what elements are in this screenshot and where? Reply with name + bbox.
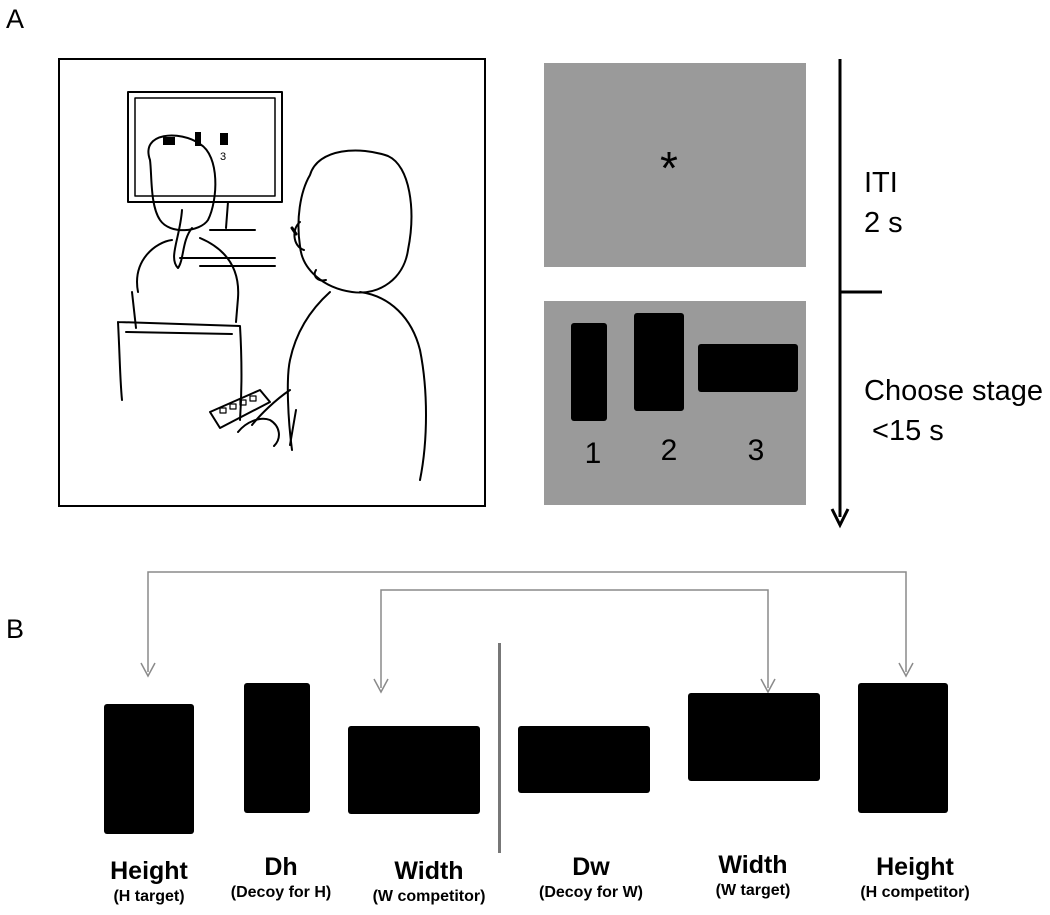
width-competitor-stimulus	[348, 726, 480, 814]
panel-a-label: A	[6, 4, 25, 34]
choice-stimulus-3	[698, 344, 798, 392]
stimulus-label-decoy-w: Dw (Decoy for W)	[539, 853, 643, 901]
timeline-arrow	[830, 59, 882, 529]
iti-duration: 2 s	[864, 207, 903, 239]
set-divider	[498, 643, 501, 853]
target-competitor-arrows	[140, 571, 914, 694]
experiment-scene-drawing: 3	[117, 91, 427, 481]
decoy-h-stimulus	[244, 683, 310, 813]
choice-number-2: 2	[660, 434, 678, 467]
choice-stimulus-1	[571, 323, 607, 421]
decoy-w-stimulus	[518, 726, 650, 793]
choice-screen: 1 2 3	[544, 301, 806, 505]
illustration-digit: 3	[220, 151, 226, 163]
stimulus-label-height-competitor: Height (H competitor)	[860, 853, 970, 901]
choice-number-1: 1	[584, 437, 602, 470]
iti-screen: *	[544, 63, 806, 267]
choose-stage-label: Choose stage	[864, 375, 1043, 407]
choice-stimulus-2	[634, 313, 684, 411]
choose-stage-duration: <15 s	[864, 415, 944, 447]
stimulus-label-height-target: Height (H target)	[110, 857, 188, 905]
stimulus-label-width-competitor: Width (W competitor)	[372, 857, 486, 905]
experiment-illustration: 3	[58, 58, 486, 507]
panel-b-label: B	[6, 614, 25, 644]
iti-label: ITI	[864, 167, 898, 199]
fixation-cross: *	[660, 142, 678, 194]
stimulus-label-decoy-h: Dh (Decoy for H)	[230, 853, 332, 901]
stimulus-label-width-target: Width (W target)	[715, 851, 791, 899]
height-target-stimulus	[104, 704, 194, 834]
width-target-stimulus	[688, 693, 820, 781]
height-competitor-stimulus	[858, 683, 948, 813]
choice-number-3: 3	[747, 434, 765, 467]
